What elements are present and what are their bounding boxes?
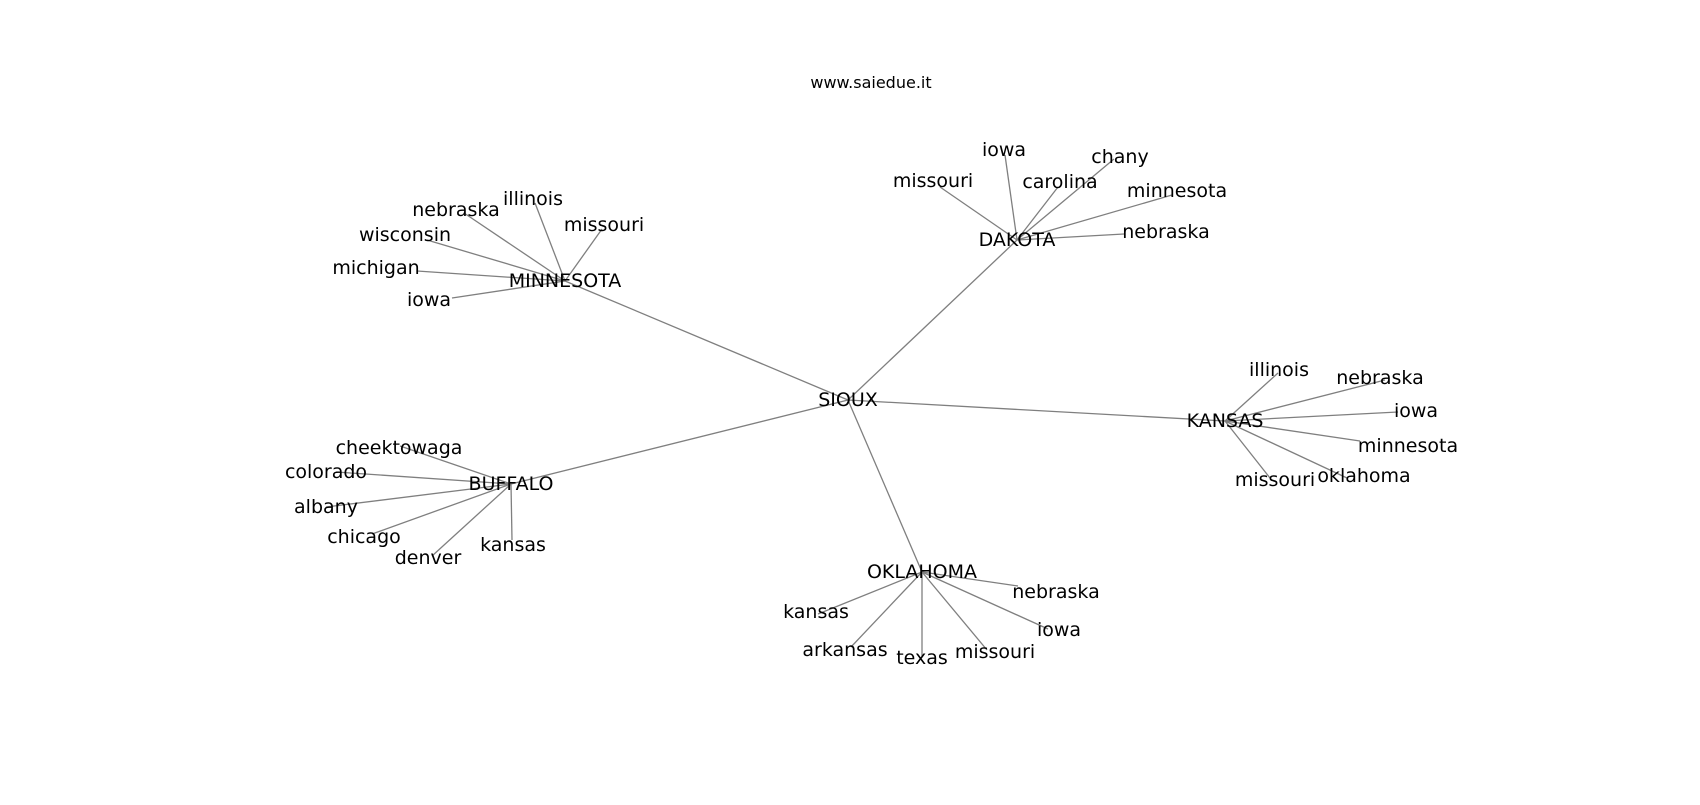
edge-minnesota-iowa (451, 280, 566, 299)
node-leaf-oklahoma-texas: texas (896, 647, 948, 669)
node-leaf-minnesota-iowa: iowa (407, 289, 451, 311)
edge-buffalo-cheektowaga (399, 445, 512, 485)
edge-oklahoma-iowa (921, 571, 1049, 630)
node-leaf-kansas-minnesota: minnesota (1358, 435, 1458, 457)
node-leaf-minnesota-wisconsin: wisconsin (359, 224, 451, 246)
node-hub-dakota: DAKOTA (979, 229, 1056, 251)
edge-dakota-carolina (1016, 186, 1059, 241)
node-leaf-dakota-nebraska: nebraska (1122, 221, 1209, 243)
node-leaf-oklahoma-kansas: kansas (783, 601, 849, 623)
edge-kansas-iowa (1224, 411, 1399, 422)
diagram-title: www.saiedue.it (810, 73, 931, 92)
edge-dakota-nebraska (1016, 233, 1125, 241)
node-hub-buffalo: BUFFALO (469, 473, 554, 495)
node-leaf-oklahoma-iowa: iowa (1037, 619, 1081, 641)
node-leaf-dakota-missouri: missouri (893, 170, 973, 192)
node-leaf-dakota-minnesota: minnesota (1127, 180, 1227, 202)
node-leaf-buffalo-kansas: kansas (480, 534, 546, 556)
node-leaf-oklahoma-missouri: missouri (955, 641, 1035, 663)
edge-oklahoma-kansas (817, 571, 923, 615)
edge-buffalo-kansas (510, 483, 513, 541)
node-leaf-kansas-missouri: missouri (1235, 469, 1315, 491)
node-leaf-dakota-iowa: iowa (982, 139, 1026, 161)
edge-dakota-missouri (939, 186, 1018, 241)
node-leaf-buffalo-albany: albany (294, 496, 358, 518)
edge-oklahoma-missouri (921, 571, 988, 651)
node-leaf-minnesota-illinois: illinois (503, 188, 563, 210)
node-leaf-minnesota-missouri: missouri (564, 214, 644, 236)
edge-dakota-minnesota (1016, 194, 1173, 241)
edge-minnesota-wisconsin (426, 239, 566, 282)
edge-minnesota-missouri (564, 228, 603, 282)
edge-buffalo-albany (325, 483, 512, 508)
node-leaf-buffalo-denver: denver (395, 547, 462, 569)
edge-kansas-nebraska (1224, 379, 1386, 422)
node-leaf-kansas-iowa: iowa (1394, 400, 1438, 422)
node-leaf-dakota-carolina: carolina (1022, 171, 1097, 193)
edge-root-buffalo (510, 399, 849, 485)
edge-minnesota-illinois (534, 202, 566, 282)
edge-dakota-iowa (1004, 154, 1018, 241)
edge-oklahoma-nebraska (921, 571, 1019, 587)
node-leaf-kansas-oklahoma: oklahoma (1317, 465, 1410, 487)
edge-buffalo-chicago (371, 483, 512, 535)
edge-kansas-illinois (1224, 372, 1279, 422)
node-leaf-oklahoma-nebraska: nebraska (1012, 581, 1099, 603)
edge-root-dakota (847, 239, 1018, 401)
edge-oklahoma-arkansas (850, 571, 923, 648)
edge-root-minnesota (564, 280, 849, 401)
edge-root-oklahoma (847, 399, 923, 573)
node-hub-kansas: KANSAS (1187, 410, 1264, 432)
edge-layer (325, 154, 1399, 656)
node-leaf-kansas-nebraska: nebraska (1336, 367, 1423, 389)
edge-buffalo-denver (431, 483, 512, 557)
node-root-sioux: SIOUX (818, 389, 878, 411)
node-leaf-buffalo-chicago: chicago (327, 526, 401, 548)
node-leaf-oklahoma-arkansas: arkansas (802, 639, 887, 661)
edge-root-kansas (847, 399, 1226, 422)
node-leaf-minnesota-nebraska: nebraska (412, 199, 499, 221)
node-hub-oklahoma: OKLAHOMA (867, 561, 977, 583)
node-leaf-dakota-chany: chany (1091, 146, 1148, 168)
node-leaf-minnesota-michigan: michigan (332, 257, 419, 279)
node-leaf-buffalo-colorado: colorado (285, 461, 367, 483)
edge-minnesota-nebraska (463, 212, 566, 282)
edge-kansas-missouri (1224, 420, 1271, 479)
node-hub-minnesota: MINNESOTA (509, 270, 622, 292)
edge-kansas-oklahoma (1224, 420, 1348, 479)
node-leaf-kansas-illinois: illinois (1249, 359, 1309, 381)
edge-buffalo-colorado (335, 471, 512, 485)
edge-dakota-chany (1016, 158, 1115, 241)
edge-kansas-minnesota (1224, 420, 1361, 442)
edge-minnesota-michigan (416, 270, 566, 282)
node-leaf-buffalo-cheektowaga: cheektowaga (336, 437, 463, 459)
